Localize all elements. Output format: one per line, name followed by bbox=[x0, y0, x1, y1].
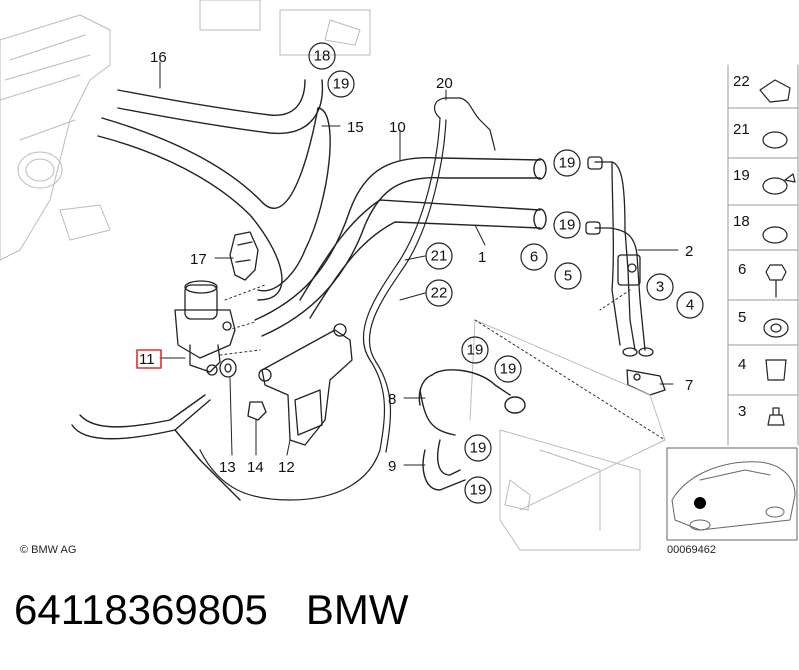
callout-2: 2 bbox=[685, 243, 693, 260]
legend-icons bbox=[759, 79, 796, 426]
callout-19: 19 bbox=[467, 342, 484, 359]
diagram-code: 00069462 bbox=[667, 544, 716, 556]
hose-1 bbox=[299, 199, 547, 319]
legend-19: 19 bbox=[733, 167, 750, 184]
car-thumbnail bbox=[666, 447, 798, 541]
grommet-13 bbox=[219, 358, 237, 378]
legend-18: 18 bbox=[733, 213, 750, 230]
pipe-20-22 bbox=[199, 97, 496, 501]
callout-11: 11 bbox=[139, 351, 155, 368]
legend-21: 21 bbox=[733, 121, 750, 138]
callout-leaders bbox=[159, 61, 679, 466]
callout-22: 22 bbox=[431, 285, 448, 302]
part-number: 64118369805 bbox=[14, 586, 268, 633]
callout-14: 14 bbox=[247, 459, 264, 476]
callout-15: 15 bbox=[347, 119, 364, 136]
legend-column bbox=[727, 64, 799, 446]
heater-core-housing bbox=[469, 319, 666, 551]
callout-19: 19 bbox=[333, 76, 350, 93]
callout-18: 18 bbox=[314, 48, 331, 65]
callout-5: 5 bbox=[564, 268, 572, 285]
brand: BMW bbox=[305, 586, 409, 633]
legend-4: 4 bbox=[738, 356, 746, 373]
callout-21: 21 bbox=[431, 248, 448, 265]
callout-19: 19 bbox=[559, 217, 576, 234]
callout-19: 19 bbox=[470, 440, 487, 457]
legend-5: 5 bbox=[738, 309, 746, 326]
callout-13: 13 bbox=[219, 459, 236, 476]
bolt-6-icon bbox=[765, 264, 787, 281]
callout-3: 3 bbox=[656, 279, 664, 296]
pipe-assembly-2 bbox=[585, 156, 654, 357]
callout-labels: 16 15 10 20 1 2 7 8 9 17 11 13 14 12 18 … bbox=[20, 48, 750, 557]
clamp-21-icon bbox=[762, 131, 788, 149]
location-marker bbox=[694, 497, 706, 509]
legend-6: 6 bbox=[738, 261, 746, 278]
callout-9: 9 bbox=[388, 458, 396, 475]
clamp-19-icon bbox=[762, 177, 788, 195]
callout-8: 8 bbox=[388, 391, 396, 408]
legend-22: 22 bbox=[733, 73, 750, 90]
engine-block bbox=[0, 0, 371, 261]
callout-7: 7 bbox=[685, 377, 693, 394]
callout-circles bbox=[308, 42, 704, 504]
hose-9 bbox=[422, 439, 466, 491]
callout-12: 12 bbox=[278, 459, 295, 476]
clamp-18-icon bbox=[762, 226, 788, 244]
callout-19: 19 bbox=[500, 361, 517, 378]
hose-10 bbox=[254, 156, 547, 337]
grommet-5-icon bbox=[763, 318, 789, 338]
callout-17: 17 bbox=[190, 251, 207, 268]
highlight-box-11 bbox=[136, 349, 162, 369]
nut-4-icon bbox=[765, 359, 787, 381]
plug-3-icon bbox=[767, 407, 785, 426]
callout-1: 1 bbox=[478, 249, 486, 266]
legend-3: 3 bbox=[738, 403, 746, 420]
water-valve bbox=[174, 280, 236, 376]
bracket-17 bbox=[229, 231, 259, 281]
bracket-7 bbox=[626, 369, 666, 396]
leader-lines bbox=[219, 284, 666, 441]
nut-14 bbox=[247, 401, 267, 421]
callout-19: 19 bbox=[559, 155, 576, 172]
callout-20: 20 bbox=[436, 75, 453, 92]
part-caption: 64118369805 BMW bbox=[14, 586, 446, 634]
clip-22-icon bbox=[759, 79, 791, 103]
callout-4: 4 bbox=[686, 297, 694, 314]
copyright: © BMW AG bbox=[20, 544, 76, 556]
hose-15 bbox=[97, 107, 331, 301]
callout-19: 19 bbox=[470, 482, 487, 499]
callout-6: 6 bbox=[530, 249, 538, 266]
return-hose bbox=[71, 394, 241, 501]
bracket-12 bbox=[258, 323, 353, 446]
callout-10: 10 bbox=[389, 119, 406, 136]
callout-16: 16 bbox=[150, 49, 167, 66]
hose-16 bbox=[117, 79, 324, 135]
